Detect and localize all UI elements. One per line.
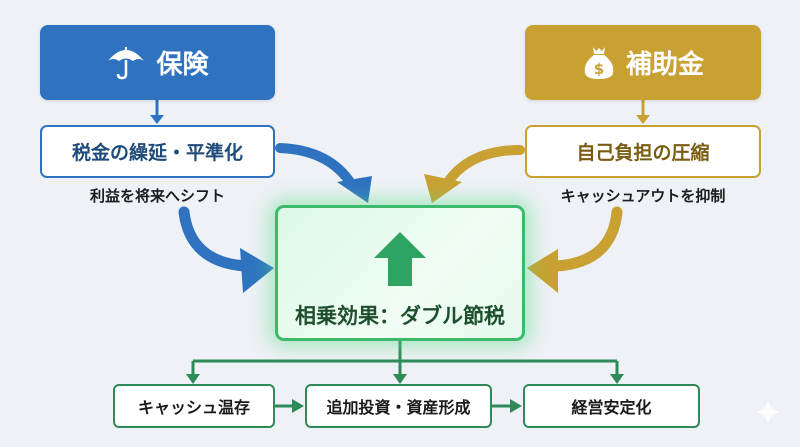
insurance-header: 保険 <box>40 25 275 100</box>
outcome-investment: 追加投資・資産形成 <box>305 384 492 428</box>
money-bag-icon: $ <box>582 45 616 81</box>
subsidy-caption: キャッシュアウトを抑制 <box>560 187 726 205</box>
outcome-label: 追加投資・資産形成 <box>326 398 471 417</box>
insurance-effect-box: 税金の繰延・平準化 <box>40 125 275 178</box>
subsidy-curved-arrow-top <box>424 145 525 203</box>
outcome-stability: 経営安定化 <box>523 384 700 428</box>
subsidy-title: 補助金 <box>625 50 704 80</box>
outcome-arrowheads <box>186 374 624 413</box>
sparkle-icon <box>756 400 780 424</box>
insurance-title: 保険 <box>156 50 209 80</box>
insurance-down-arrow <box>150 100 164 124</box>
insurance-curved-arrow-top <box>275 143 372 203</box>
outcome-label: 経営安定化 <box>571 398 652 417</box>
umbrella-icon <box>106 45 146 81</box>
synergy-title: 相乗効果：ダブル節税 <box>295 304 505 328</box>
subsidy-header: $ 補助金 <box>525 25 761 100</box>
svg-text:$: $ <box>594 60 604 78</box>
outcome-label: キャッシュ温存 <box>137 398 250 417</box>
insurance-caption: 利益を将来へシフト <box>89 187 225 205</box>
subsidy-curved-arrow-right <box>527 206 623 293</box>
up-arrow-icon <box>374 232 426 286</box>
subsidy-effect-box: 自己負担の圧縮 <box>525 125 761 178</box>
subsidy-effect-label: 自己負担の圧縮 <box>576 142 710 164</box>
outcome-cash-retention: キャッシュ温存 <box>113 384 275 428</box>
insurance-curved-arrow-left <box>178 206 274 293</box>
subsidy-down-arrow <box>636 100 650 124</box>
outcome-connectors <box>191 341 619 408</box>
synergy-box: 相乗効果：ダブル節税 <box>275 205 525 341</box>
insurance-effect-label: 税金の繰延・平準化 <box>71 142 243 164</box>
